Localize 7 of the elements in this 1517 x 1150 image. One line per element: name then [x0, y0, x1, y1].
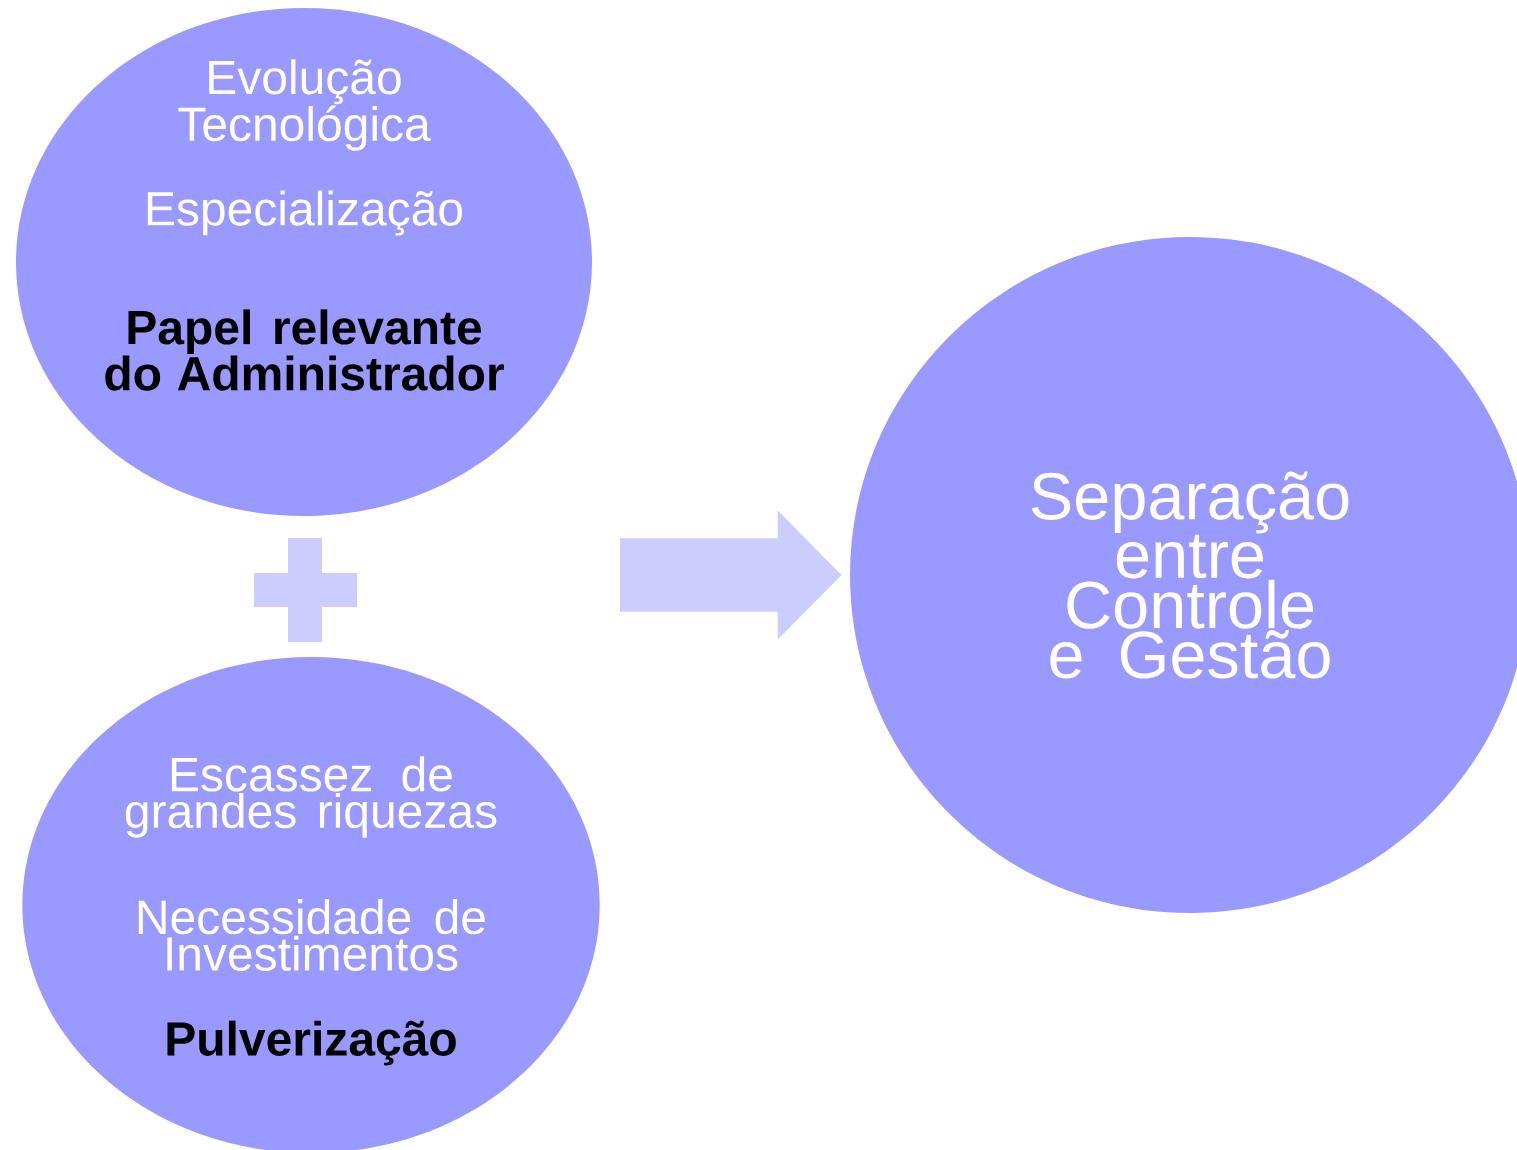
node-text: Escassez de grandes riquezas [125, 756, 497, 838]
node-text: Necessidade de Investimentos [138, 899, 485, 971]
node-text: Evolução Tecnológica [178, 59, 431, 151]
node-text: Papel relevante do Administrador [105, 309, 504, 391]
node-text: Especialização [147, 190, 462, 236]
node-text: Separação entre Controle e Gestão [1031, 471, 1349, 679]
node-text: Pulverização [167, 1020, 456, 1066]
